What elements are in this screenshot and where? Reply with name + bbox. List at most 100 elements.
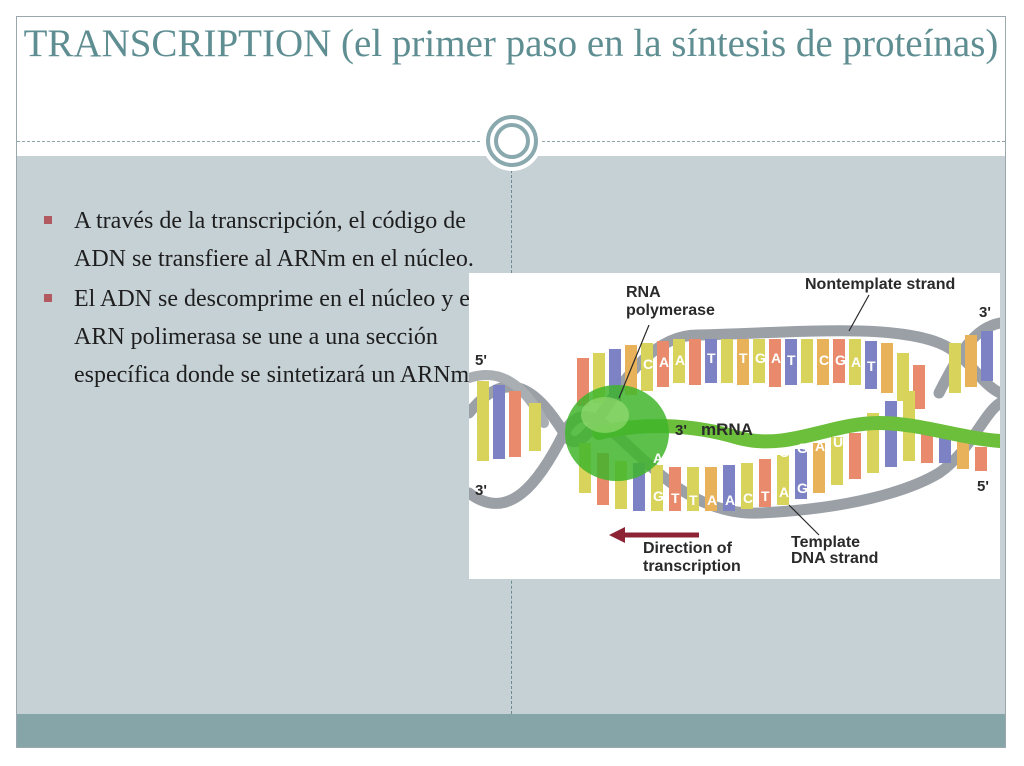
base-rung [657, 341, 669, 387]
svg-text:G: G [755, 350, 766, 366]
transcription-diagram: C A A T T G A T C G A T A A U U G A U C … [469, 273, 1000, 579]
base-rung [865, 341, 877, 389]
base-rung [477, 381, 489, 461]
base-rung [529, 403, 541, 451]
rna-polymerase-blob [565, 385, 669, 481]
svg-text:A: A [743, 448, 753, 464]
dna-transcription-figure: C A A T T G A T C G A T A A U U G A U C … [469, 276, 1000, 575]
svg-text:T: T [689, 492, 698, 508]
base-rung [777, 455, 789, 505]
base-rung [641, 343, 653, 391]
svg-text:T: T [739, 350, 748, 366]
bullet-text: El ADN se descomprime en el núcleo y el … [74, 286, 477, 388]
base-rung [849, 339, 861, 385]
base-rung [759, 459, 771, 507]
base-rung [753, 339, 765, 383]
svg-text:A: A [671, 450, 681, 466]
rna-polymerase-highlight [581, 397, 629, 433]
base-rung [801, 339, 813, 383]
svg-text:T: T [707, 350, 716, 366]
circle-ornament-icon [482, 111, 542, 171]
base-rung [897, 353, 909, 401]
base-rung [813, 443, 825, 493]
svg-text:A: A [815, 438, 825, 454]
base-rung [509, 391, 521, 457]
svg-text:A: A [725, 492, 735, 508]
base-rung [849, 433, 861, 479]
base-rung [737, 339, 749, 385]
svg-text:U: U [707, 450, 717, 466]
base-letters: C A A T T G A T C G A T A A U U G A U C … [643, 350, 876, 508]
base-rung [785, 339, 797, 385]
label-3prime-left-bottom: 3' [475, 482, 487, 499]
label-direction-line2: transcription [643, 558, 741, 575]
svg-text:T: T [867, 358, 876, 374]
base-rung [965, 335, 977, 387]
dna-backbone-top [469, 325, 1000, 447]
svg-text:U: U [761, 446, 771, 462]
bullet-item: A través de la transcripción, el código … [42, 202, 482, 278]
svg-text:C: C [819, 352, 829, 368]
label-template-line1: Template [791, 534, 860, 551]
svg-text:T: T [671, 490, 680, 506]
label-5prime-left: 5' [475, 352, 487, 369]
bullet-square-icon [44, 216, 52, 224]
label-direction-line1: Direction of [643, 540, 733, 557]
svg-text:G: G [797, 480, 808, 496]
base-rung [721, 339, 733, 383]
label-5prime-bottom-right: 5' [977, 478, 989, 495]
base-rung [981, 331, 993, 381]
label-template-line2: DNA strand [791, 550, 878, 567]
svg-text:G: G [653, 488, 664, 504]
svg-text:A: A [771, 350, 781, 366]
base-rung [705, 339, 717, 383]
direction-arrow-head [609, 527, 625, 543]
bullet-square-icon [44, 294, 52, 302]
svg-text:G: G [797, 440, 808, 456]
base-rung [723, 465, 735, 511]
base-rung [975, 447, 987, 471]
base-rung [957, 441, 969, 469]
label-rna: RNA [626, 284, 661, 301]
svg-text:T: T [787, 352, 796, 368]
bullet-list: A través de la transcripción, el código … [42, 202, 482, 394]
left-helix-bases [477, 381, 541, 461]
bullet-item: El ADN se descomprime en el núcleo y el … [42, 280, 482, 394]
base-rung [493, 385, 505, 459]
svg-text:A: A [659, 354, 669, 370]
svg-text:C: C [743, 490, 753, 506]
svg-text:U: U [833, 434, 843, 450]
svg-text:A: A [851, 354, 861, 370]
base-rung [833, 339, 845, 383]
svg-text:G: G [835, 352, 846, 368]
label-polymerase: polymerase [626, 302, 715, 319]
base-rung [687, 467, 699, 511]
label-mrna: mRNA [701, 420, 753, 439]
base-rung [651, 465, 663, 511]
template-leader [788, 504, 820, 536]
inner-ring [494, 123, 530, 159]
rna-polymerase-leader [618, 324, 650, 399]
base-rung [673, 339, 685, 383]
svg-text:U: U [689, 450, 699, 466]
svg-text:G: G [725, 450, 736, 466]
bottom-band [17, 714, 1005, 747]
svg-text:A: A [675, 352, 685, 368]
base-rung [817, 339, 829, 385]
base-rung [577, 358, 589, 406]
label-nontemplate: Nontemplate strand [805, 276, 955, 293]
svg-text:A: A [707, 492, 717, 508]
svg-text:C: C [643, 356, 653, 372]
base-rung [769, 339, 781, 387]
base-rung [689, 339, 701, 385]
base-rung [741, 463, 753, 509]
nontemplate-leader [848, 294, 870, 332]
label-3prime-mrna: 3' [675, 422, 687, 439]
svg-text:T: T [761, 488, 770, 504]
label-3prime-top-right: 3' [979, 304, 991, 321]
bullet-text: A través de la transcripción, el código … [74, 208, 474, 272]
base-rung [881, 343, 893, 393]
base-rung [831, 437, 843, 485]
base-rung [669, 467, 681, 511]
svg-text:A: A [779, 484, 789, 500]
